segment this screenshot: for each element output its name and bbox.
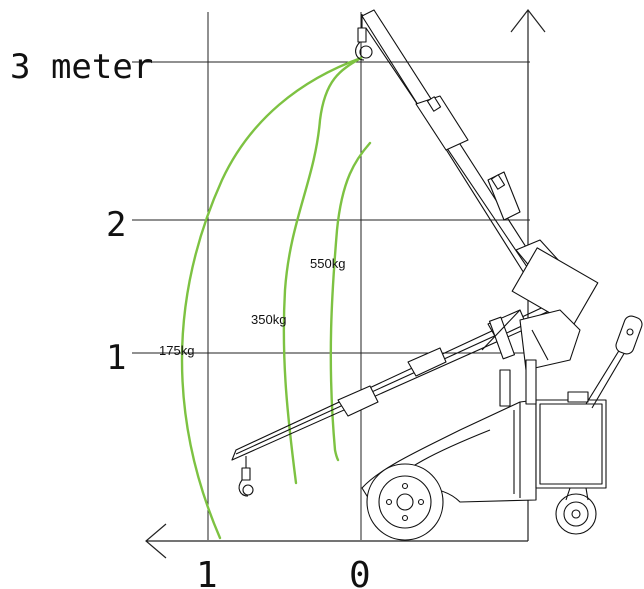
y-label-2m: 2 — [106, 205, 126, 245]
y-label-1m: 1 — [106, 338, 126, 378]
curve-550kg — [329, 141, 372, 462]
hook-top — [355, 14, 373, 61]
crane-drawing — [231, 9, 643, 541]
x-label-1: 1 — [196, 555, 218, 589]
tiller-handle — [585, 315, 643, 409]
load-label-550kg: 550kg — [310, 256, 345, 271]
mast-post — [499, 359, 537, 407]
x-label-0: 0 — [349, 555, 371, 589]
main-wheel — [366, 463, 444, 541]
load-curves — [180, 56, 372, 540]
rear-wheel — [555, 487, 597, 535]
curve-175kg — [180, 56, 363, 540]
curve-350kg — [282, 56, 363, 485]
boom-raised — [361, 9, 561, 309]
hydraulic-ram — [481, 309, 521, 360]
load-label-350kg: 350kg — [251, 312, 286, 327]
y-label-3m: 3 meter — [10, 47, 153, 87]
x-axis-arrow — [145, 523, 528, 559]
load-label-175kg: 175kg — [159, 343, 194, 358]
pivot-mechanism — [511, 247, 599, 371]
hook-bottom — [238, 456, 254, 497]
